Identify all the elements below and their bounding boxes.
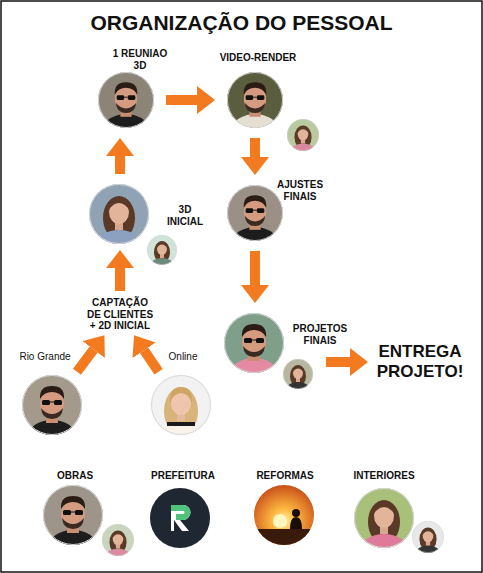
portrait-photo	[98, 72, 153, 143]
portrait-photo	[90, 185, 149, 263]
portrait-photo	[355, 489, 414, 567]
text-node: ENTREGA PROJETO!	[372, 342, 468, 384]
flow-arrow	[250, 138, 260, 157]
photo-node: Online	[151, 375, 211, 435]
sunset-photo	[254, 485, 314, 545]
flow-arrow	[250, 251, 260, 285]
photo-node: 3D INICIAL	[89, 184, 149, 244]
photo-node: 1 REUNIAO 3D	[98, 72, 154, 128]
flow-arrow	[326, 357, 350, 367]
photo-node: INTERIORES	[354, 488, 414, 548]
photo-node: REFORMAS	[254, 485, 314, 545]
portrait-photo	[147, 235, 177, 274]
flow-arrow	[77, 350, 94, 372]
node-label: Rio Grande	[15, 351, 75, 363]
node-label: 3D INICIAL	[163, 204, 207, 227]
photo-node: OBRAS	[43, 485, 103, 545]
logo-symbol	[150, 488, 210, 548]
flow-arrow	[115, 268, 125, 291]
portrait-photo	[412, 521, 443, 562]
flow-arrow	[166, 95, 197, 105]
photo-node: AJUSTES FINAIS	[227, 185, 283, 241]
photo-node: VIDEO-RENDER	[227, 72, 283, 128]
portrait-photo	[227, 72, 282, 143]
portrait-photo	[227, 185, 282, 256]
portrait-photos	[22, 72, 444, 566]
portrait-photo	[283, 359, 313, 398]
node-label: PREFEITURA	[148, 470, 218, 482]
photo-node: Rio Grande	[22, 375, 82, 435]
flow-arrow	[144, 350, 158, 371]
node-label: CAPTAÇÃO DE CLIENTES + 2D INICIAL	[86, 297, 154, 332]
node-label: ENTREGA PROJETO!	[372, 342, 468, 382]
node-label: REFORMAS	[250, 470, 320, 482]
portrait-photo	[225, 314, 284, 391]
portrait-photo	[287, 119, 318, 160]
node-label: PROJETOS FINAIS	[291, 323, 349, 346]
portrait-photo	[102, 524, 133, 565]
photo-node: PROJETOS FINAIS	[224, 313, 284, 373]
node-label: Online	[158, 351, 208, 363]
logo-node: PREFEITURA	[150, 488, 210, 548]
diagram-title: ORGANIZAÇÃO DO PESSOAL	[0, 11, 483, 35]
node-label: VIDEO-RENDER	[213, 52, 303, 64]
text-node: CAPTAÇÃO DE CLIENTES + 2D INICIAL	[86, 297, 154, 332]
portrait-photo	[44, 486, 103, 563]
node-label: AJUSTES FINAIS	[274, 179, 326, 202]
node-label: 1 REUNIAO 3D	[111, 48, 169, 71]
node-label: OBRAS	[45, 470, 105, 482]
portrait-photo	[23, 376, 82, 453]
node-label: INTERIORES	[349, 470, 419, 482]
flow-arrow	[115, 156, 125, 174]
portrait-photo	[152, 376, 211, 454]
